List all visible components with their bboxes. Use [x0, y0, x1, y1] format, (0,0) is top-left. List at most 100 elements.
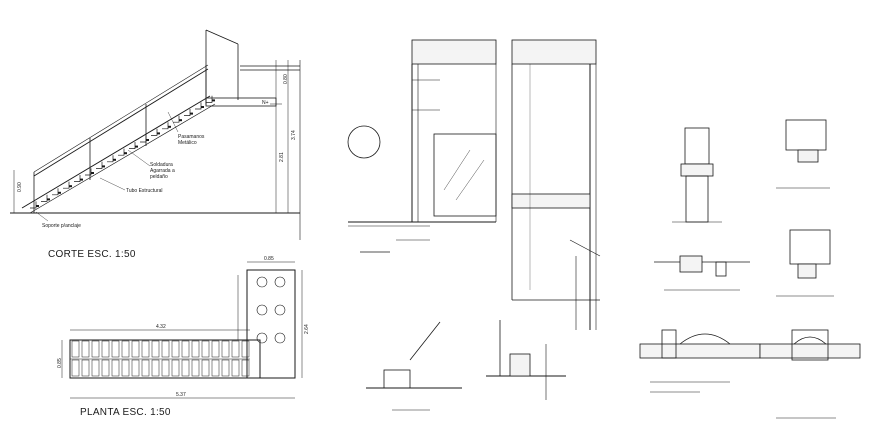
- step-weld-mark: [135, 145, 138, 148]
- stair-section: [10, 29, 301, 240]
- note-anchor: Soporte p/anclaje: [42, 223, 81, 229]
- landing-anchor-mark: [256, 332, 268, 344]
- stair-step: [118, 148, 125, 156]
- plan-tread: [161, 359, 170, 377]
- section-title: CORTE ESC. 1:50: [48, 249, 136, 260]
- landing-anchor-mark: [274, 332, 286, 344]
- plan-tread: [151, 340, 160, 358]
- stair-step: [151, 128, 158, 136]
- dim-rail-height: 0.90: [17, 182, 23, 192]
- detail-arch-right: [759, 329, 861, 419]
- dim-lower-height: 2.81: [279, 152, 285, 162]
- plan-tread: [131, 359, 140, 377]
- detail-base-plate: [486, 320, 566, 400]
- dim-plan-top: 0.85: [264, 256, 274, 262]
- step-weld-mark: [212, 99, 215, 102]
- plan-tread: [231, 359, 240, 377]
- dim-total-height: 3.74: [291, 130, 297, 140]
- stair-step: [52, 188, 59, 196]
- note-weld: Soldadura Agarrada a peldaño: [150, 162, 175, 180]
- note-tube: Tubo Estructural: [126, 188, 163, 194]
- plan-tread: [111, 359, 120, 377]
- stair-step: [206, 95, 213, 103]
- plan-tread: [211, 359, 220, 377]
- stair-step: [195, 102, 202, 110]
- plan-tread: [101, 340, 110, 358]
- landing-anchor-mark: [256, 304, 268, 316]
- stair-step: [129, 142, 136, 149]
- plan-tread: [191, 340, 200, 358]
- plan-tread: [171, 340, 180, 358]
- plan-tread: [111, 340, 120, 358]
- landing-anchor-mark: [274, 276, 286, 288]
- step-weld-mark: [102, 165, 105, 168]
- plan-tread: [91, 359, 100, 377]
- dim-level: N+: [262, 100, 269, 106]
- step-weld-mark: [58, 191, 61, 194]
- step-weld-mark: [69, 185, 72, 188]
- plan-tread: [181, 359, 190, 377]
- plan-tread: [201, 359, 210, 377]
- stair-step: [96, 161, 103, 169]
- plan-tread: [71, 359, 80, 377]
- note-handrail: Pasamanos Metálico: [178, 134, 205, 146]
- landing-anchor-mark: [256, 276, 268, 288]
- detail-corner-1: [776, 119, 830, 189]
- landing-anchor-mark: [274, 304, 286, 316]
- step-weld-mark: [124, 152, 127, 155]
- detail-stair-node: [366, 321, 462, 411]
- step-weld-mark: [157, 132, 160, 135]
- dim-plan-width: 4.32: [156, 324, 166, 330]
- plan-tread: [121, 359, 130, 377]
- step-weld-mark: [168, 125, 171, 128]
- stair-step: [162, 122, 169, 130]
- plan-tread: [81, 359, 90, 377]
- step-weld-mark: [91, 172, 94, 174]
- stair-step: [63, 181, 70, 189]
- plan-tread: [241, 359, 250, 377]
- stair-step: [173, 115, 180, 123]
- window-detail-left: [347, 39, 497, 253]
- step-weld-mark: [201, 106, 204, 108]
- plan-tread: [141, 359, 150, 377]
- plan-title: PLANTA ESC. 1:50: [80, 407, 171, 418]
- plan-tread: [181, 340, 190, 358]
- detail-column: [672, 127, 722, 223]
- dim-plan-total: 5.37: [176, 392, 186, 398]
- plan-tread: [191, 359, 200, 377]
- dim-plan-depth: 0.85: [57, 358, 63, 368]
- plan-tread: [101, 359, 110, 377]
- step-weld-mark: [113, 158, 116, 161]
- dim-landing: 0.80: [283, 74, 289, 84]
- plan-tread: [161, 340, 170, 358]
- plan-tread: [121, 340, 130, 358]
- step-weld-mark: [47, 198, 50, 201]
- stair-step: [85, 168, 92, 176]
- step-weld-mark: [80, 178, 83, 181]
- plan-tread: [241, 340, 250, 358]
- stair-step: [107, 155, 114, 163]
- dim-plan-side: 2.64: [304, 324, 310, 334]
- plan-tread: [131, 340, 140, 358]
- plan-tread: [71, 340, 80, 358]
- plan-tread: [91, 340, 100, 358]
- plan-tread: [81, 340, 90, 358]
- plan-tread: [171, 359, 180, 377]
- plan-tread: [151, 359, 160, 377]
- plan-tread: [221, 340, 230, 358]
- wall-section-center: [511, 39, 601, 330]
- plan-tread: [141, 340, 150, 358]
- step-weld-mark: [190, 112, 193, 115]
- stair-step: [30, 201, 37, 209]
- step-weld-mark: [179, 119, 182, 122]
- stair-step: [41, 194, 48, 202]
- step-weld-mark: [36, 205, 39, 207]
- detail-corner-2: [776, 229, 834, 297]
- detail-slab: [654, 255, 750, 291]
- plan-tread: [201, 340, 210, 358]
- stair-step: [184, 109, 191, 116]
